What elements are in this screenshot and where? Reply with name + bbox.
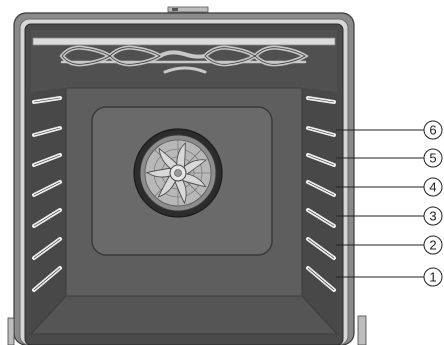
convection-fan (134, 129, 222, 217)
oven-floor (31, 296, 337, 334)
level-number-2: 2 (429, 238, 436, 253)
door-hinge-left (8, 318, 14, 345)
level-number-4: 4 (429, 180, 436, 195)
level-number-3: 3 (429, 209, 436, 224)
level-number-6: 6 (429, 123, 436, 138)
level-number-1: 1 (429, 270, 436, 285)
level-number-5: 5 (429, 151, 436, 166)
top-latch (168, 7, 208, 12)
door-hinge-right (358, 316, 366, 345)
